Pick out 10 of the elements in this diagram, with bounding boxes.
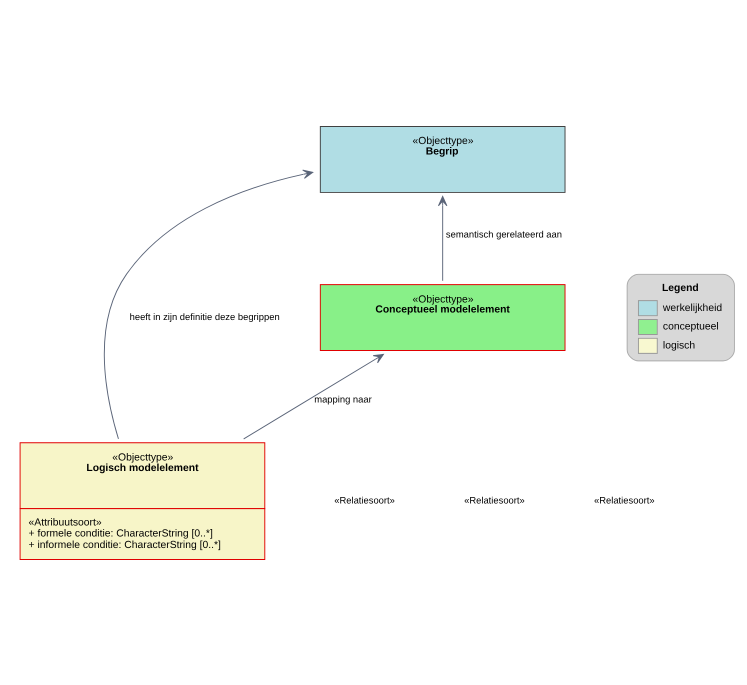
edge-label: semantisch gerelateerd aan (446, 228, 562, 240)
edge-label: heeft in zijn definitie deze begrippen (130, 310, 280, 322)
label: «Relatiesoort» (464, 494, 525, 505)
edge-label: mapping naar (314, 392, 372, 404)
legend-label: werkelijkheid (662, 302, 722, 314)
legend-label: conceptueel (662, 321, 719, 332)
label: «Relatiesoort» (594, 494, 655, 505)
label: Legend (662, 282, 699, 294)
legend-label: logisch (662, 340, 696, 351)
label: «Relatiesoort» (334, 494, 395, 505)
